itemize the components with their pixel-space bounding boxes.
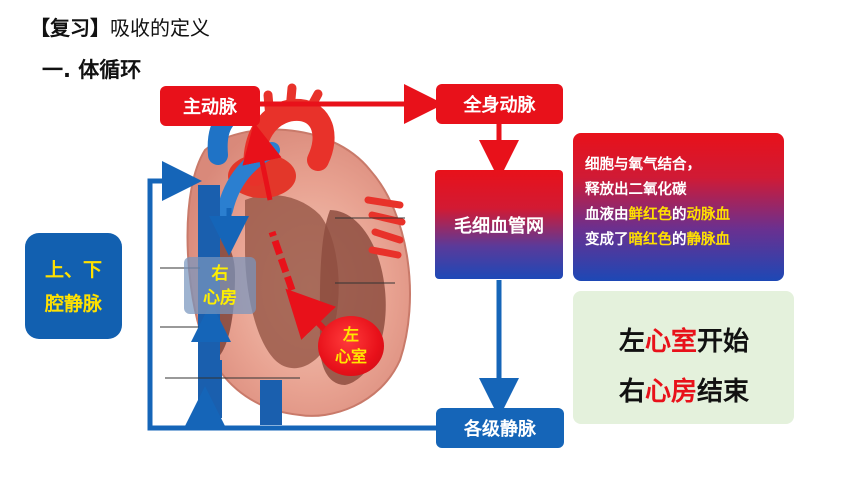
info-line-3-b: 鲜红色 <box>628 207 673 223</box>
info-line-3-d: 动脉血 <box>686 207 731 223</box>
left-ventricle-label: 左 心室 <box>318 316 384 376</box>
left-ventricle-line2: 心室 <box>334 347 367 366</box>
title-text: 吸收的定义 <box>110 16 210 40</box>
summary-box: 左心室开始 右心房结束 <box>573 291 794 424</box>
section-heading: 一. 体循环 <box>42 58 142 82</box>
info-line-4-b: 暗红色 <box>628 232 673 248</box>
summary-line-2-a: 右 <box>619 377 646 407</box>
title-bracket: 【复习】 <box>30 16 110 40</box>
info-line-4-c: 的 <box>672 232 687 248</box>
exchange-info-box: 细胞与氧气结合， 释放出二氧化碳 血液由鲜红色的动脉血 变成了暗红色的静脉血 <box>573 133 784 281</box>
summary-line-1-b: 心室 <box>645 327 698 357</box>
summary-line-1-a: 左 <box>619 327 646 357</box>
summary-line-2-b: 心房 <box>645 377 698 407</box>
all-veins-label: 各级静脉 <box>436 408 564 448</box>
info-line-3: 血液由鲜红色的动脉血 <box>585 203 784 228</box>
vena-cava-line1: 上、下 <box>44 259 102 281</box>
aorta-label: 主动脉 <box>160 86 260 126</box>
capillary-network-label: 毛细血管网 <box>435 170 563 279</box>
info-line-2: 释放出二氧化碳 <box>585 182 687 198</box>
info-line-3-a: 血液由 <box>585 207 629 223</box>
info-line-3-c: 的 <box>672 207 687 223</box>
summary-line-2-c: 结束 <box>697 377 750 407</box>
right-atrium-label: 右 心房 <box>184 257 256 314</box>
info-line-4-d: 静脉血 <box>686 232 731 248</box>
summary-line-1-c: 开始 <box>697 327 750 357</box>
vena-cava-label: 上、下 腔静脉 <box>25 233 122 339</box>
right-atrium-line1: 右 <box>211 264 229 284</box>
flow-arrows <box>147 84 519 431</box>
right-atrium-line2: 心房 <box>203 288 237 308</box>
info-line-4-a: 变成了 <box>585 232 629 248</box>
vena-cava-line2: 腔静脉 <box>44 293 102 315</box>
summary-line-2: 右心房结束 <box>619 371 749 408</box>
info-line-1: 细胞与氧气结合， <box>585 157 701 173</box>
left-ventricle-line1: 左 <box>342 325 359 344</box>
page-title: 【复习】吸收的定义 <box>30 12 210 41</box>
summary-line-1: 左心室开始 <box>619 321 749 358</box>
info-line-4: 变成了暗红色的静脉血 <box>585 228 784 253</box>
body-arteries-label: 全身动脉 <box>436 84 563 124</box>
